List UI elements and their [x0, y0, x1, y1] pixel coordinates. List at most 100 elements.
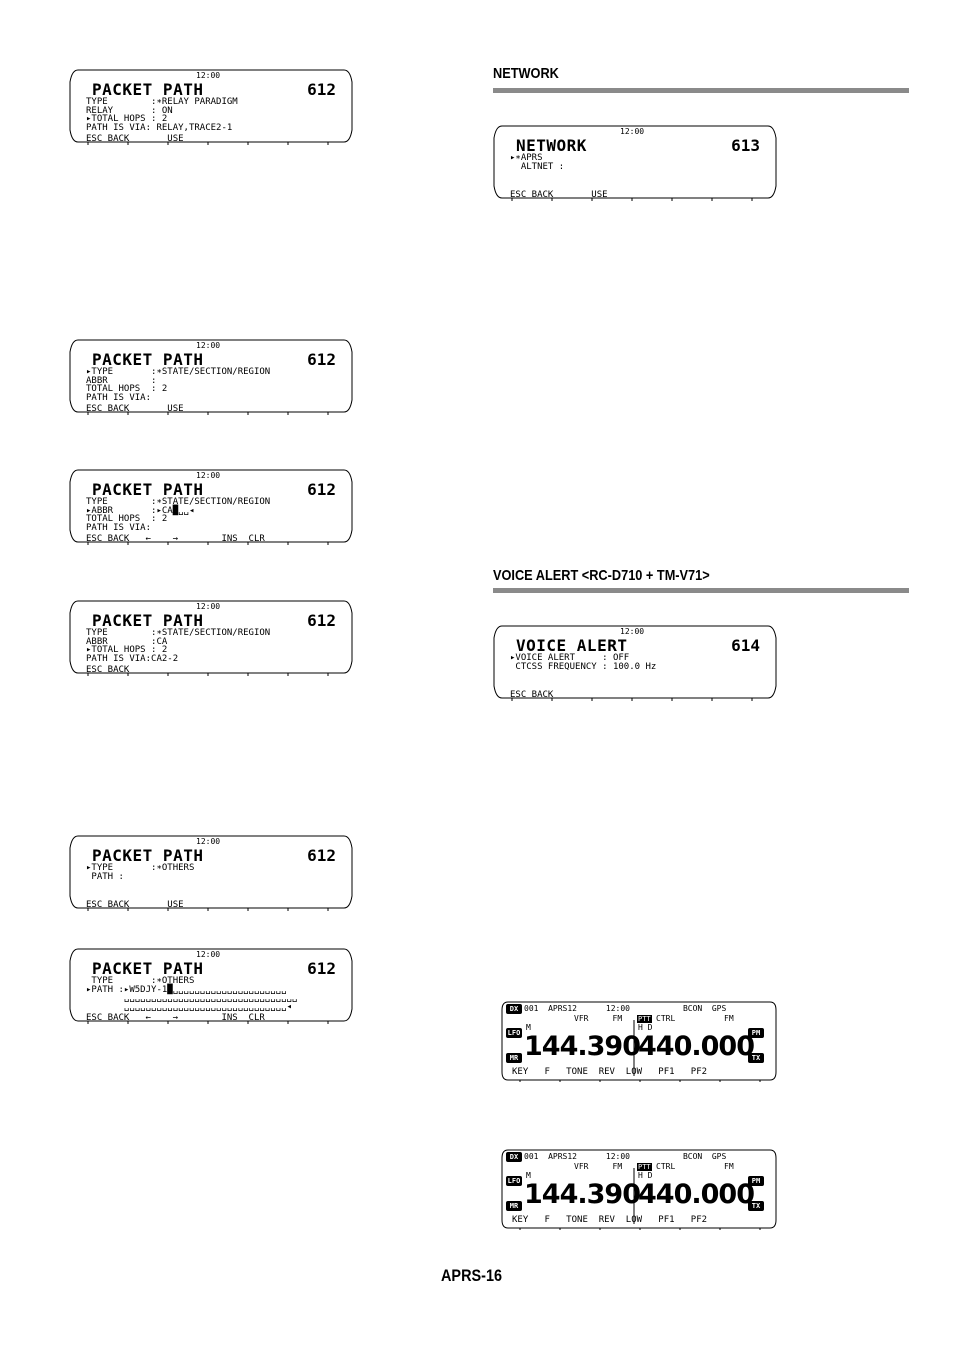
radio-frame	[501, 1001, 777, 1082]
menu-row[interactable]: ▸ABBR :▸CA█␣␣◂	[86, 505, 195, 516]
ptt-indicator: PTT	[637, 1163, 652, 1171]
menu-row[interactable]: ABBR :CA	[86, 636, 168, 647]
lcd-frame	[69, 835, 353, 911]
mr-badge: MR	[506, 1201, 522, 1211]
band-a-mode: VFR FM	[574, 1162, 623, 1171]
function-keys[interactable]: ESC BACK USE	[510, 190, 608, 200]
lfo-badge: LFO	[506, 1028, 522, 1038]
voice-alert-heading: VOICE ALERT <RC-D710 + TM-V71>	[493, 567, 710, 584]
band-b-frequency: 440.000	[638, 1031, 755, 1062]
function-keys[interactable]: ESC BACK USE	[86, 134, 184, 144]
voice-alert-rule	[493, 588, 909, 593]
menu-row[interactable]: ␣␣␣␣␣␣␣␣␣␣␣␣␣␣␣␣␣␣␣␣␣␣␣␣␣␣␣␣␣␣◂	[86, 1001, 292, 1012]
function-keys[interactable]: ESC BACK ← → INS CLR	[86, 534, 265, 544]
pm-badge: PM	[748, 1028, 764, 1038]
menu-row[interactable]: PATH IS VIA:	[86, 522, 152, 533]
lcd-clock: 12:00	[196, 950, 221, 959]
menu-row[interactable]: RELAY : ON	[86, 105, 173, 116]
mr-badge: MR	[506, 1053, 522, 1063]
menu-number: 614	[731, 636, 760, 655]
menu-row[interactable]: TYPE :∗OTHERS	[86, 976, 195, 986]
lcd-frame	[69, 469, 353, 545]
screen-title: PACKET PATH	[92, 350, 204, 369]
menu-row[interactable]: ▸PATH :▸W5DJY-1█␣␣␣␣␣␣␣␣␣␣␣␣␣␣␣␣␣␣␣␣␣	[86, 984, 287, 995]
menu-row[interactable]: ▸TOTAL HOPS : 2	[86, 645, 168, 655]
band-a-frequency: 144.390	[524, 1179, 641, 1210]
band-a-memory-mark: M	[526, 1171, 531, 1180]
tx-badge: TX	[748, 1201, 764, 1211]
page-number: APRS-16	[441, 1266, 503, 1285]
menu-row[interactable]: TOTAL HOPS : 2	[86, 514, 168, 524]
network-rule	[493, 88, 909, 93]
menu-row[interactable]: ▸TYPE :∗OTHERS	[86, 863, 195, 873]
radio-function-keys[interactable]: KEY F TONE REV LOW PF1 PF2	[512, 1067, 708, 1077]
dx-badge: DX	[506, 1152, 522, 1162]
screen-title: PACKET PATH	[92, 846, 204, 865]
menu-number: 612	[307, 480, 336, 499]
ctrl-indicator: CTRL	[656, 1014, 676, 1023]
radio-frame	[501, 1149, 777, 1230]
screen-title: VOICE ALERT	[516, 636, 628, 655]
menu-row[interactable]: PATH IS VIA:CA2-2	[86, 653, 179, 664]
menu-row[interactable]: ▸TOTAL HOPS : 2	[86, 114, 168, 124]
menu-number: 612	[307, 846, 336, 865]
lcd-frame	[493, 125, 777, 201]
lcd-clock: 12:00	[620, 127, 645, 136]
menu-row[interactable]: PATH IS VIA: RELAY,TRACE2-1	[86, 122, 233, 133]
menu-row[interactable]: ▸∗APRS	[510, 153, 543, 163]
lcd-clock: 12:00	[196, 602, 221, 611]
lcd-frame	[493, 625, 777, 701]
function-keys[interactable]: ESC BACK USE	[86, 404, 184, 414]
lcd-clock: 12:00	[196, 471, 221, 480]
screen-title: PACKET PATH	[92, 480, 204, 499]
menu-row[interactable]: TYPE :∗RELAY PARADIGM	[86, 97, 238, 107]
lcd-frame	[69, 69, 353, 145]
function-keys[interactable]: ESC BACK ← → INS CLR	[86, 1013, 265, 1023]
radio-status-line: 001 APRS12 12:00 BCON GPS	[524, 1152, 727, 1161]
band-b-memory-mark: H D	[638, 1171, 653, 1180]
screen-title: NETWORK	[516, 136, 587, 155]
menu-number: 613	[731, 136, 760, 155]
band-b-mode: FM	[724, 1014, 734, 1023]
lcd-frame	[69, 339, 353, 415]
band-a-mode: VFR FM	[574, 1014, 623, 1023]
function-keys[interactable]: ESC BACK	[510, 690, 554, 700]
menu-row[interactable]: TOTAL HOPS : 2	[86, 384, 168, 394]
function-keys[interactable]: ESC BACK USE	[86, 900, 184, 910]
function-keys[interactable]: ESC BACK	[86, 665, 130, 675]
screen-title: PACKET PATH	[92, 959, 204, 978]
band-b-mode: FM	[724, 1162, 734, 1171]
lfo-badge: LFO	[506, 1176, 522, 1186]
lcd-clock: 12:00	[196, 341, 221, 350]
menu-row[interactable]: TYPE :∗STATE/SECTION/REGION	[86, 628, 271, 638]
menu-row[interactable]: PATH IS VIA:	[86, 392, 152, 403]
screen-title: PACKET PATH	[92, 80, 204, 99]
menu-row[interactable]: ▸TYPE :∗STATE/SECTION/REGION	[86, 367, 271, 377]
menu-row[interactable]: ▸VOICE ALERT : OFF	[510, 653, 630, 663]
band-a-frequency: 144.390	[524, 1031, 641, 1062]
menu-row[interactable]: TYPE :∗STATE/SECTION/REGION	[86, 497, 271, 507]
band-a-memory-mark: M	[526, 1023, 531, 1032]
menu-row[interactable]: PATH :	[86, 871, 124, 882]
lcd-clock: 12:00	[620, 627, 645, 636]
menu-row[interactable]: CTCSS FREQUENCY : 100.0 Hz	[510, 661, 657, 672]
screen-title: PACKET PATH	[92, 611, 204, 630]
menu-row[interactable]: ␣␣␣␣␣␣␣␣␣␣␣␣␣␣␣␣␣␣␣␣␣␣␣␣␣␣␣␣␣␣␣␣	[86, 993, 298, 1003]
radio-function-keys[interactable]: KEY F TONE REV LOW PF1 PF2	[512, 1215, 708, 1225]
menu-row[interactable]: ABBR :	[86, 375, 157, 386]
lcd-clock: 12:00	[196, 71, 221, 80]
menu-row[interactable]: ALTNET :	[510, 161, 565, 172]
menu-number: 612	[307, 350, 336, 369]
ptt-indicator: PTT	[637, 1015, 652, 1023]
lcd-frame	[69, 948, 353, 1024]
tx-badge: TX	[748, 1053, 764, 1063]
lcd-frame	[69, 600, 353, 676]
radio-status-line: 001 APRS12 12:00 BCON GPS	[524, 1004, 727, 1013]
